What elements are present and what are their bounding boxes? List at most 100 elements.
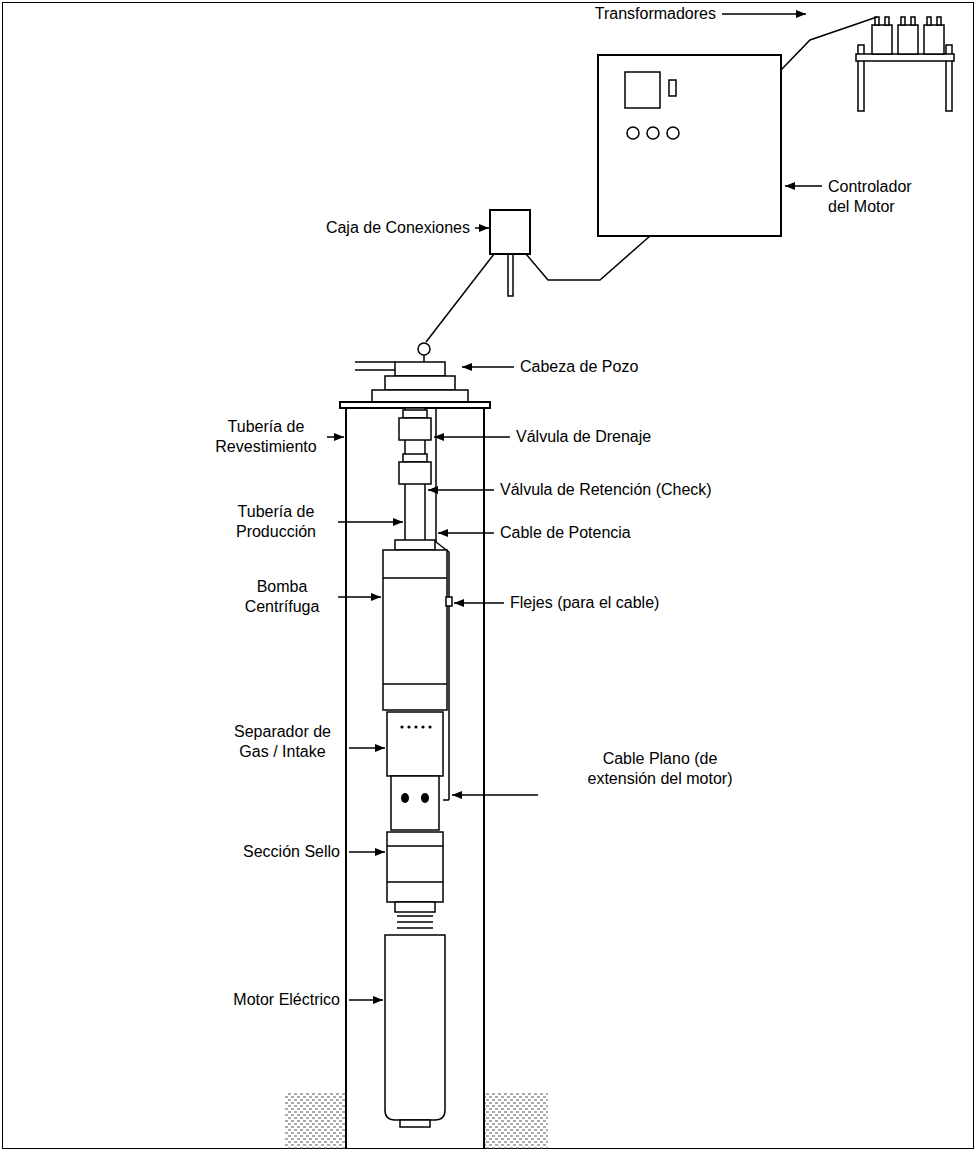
- wellhead: [355, 343, 468, 402]
- part-label: Sección Sello: [243, 842, 340, 862]
- transformer: [898, 25, 918, 54]
- button: [647, 127, 659, 139]
- frame-border: [3, 3, 974, 1149]
- bushing: [901, 17, 905, 25]
- coupling: [403, 410, 427, 418]
- ground-right: [484, 1093, 548, 1149]
- leader-arrows: [327, 14, 822, 1000]
- part-label: Tubería de Producción: [220, 502, 332, 542]
- part-label: Separador de Gas / Intake: [225, 722, 340, 762]
- part-label: Controlador del Motor: [828, 177, 953, 217]
- valve-handle: [418, 343, 430, 355]
- leader-arrow: [349, 999, 383, 1001]
- stub-post: [508, 254, 513, 296]
- motor-base: [400, 1120, 430, 1127]
- bushing: [937, 17, 941, 25]
- part-label: Bomba Centrífuga: [232, 577, 332, 617]
- button: [667, 127, 679, 139]
- flow-line: [355, 369, 396, 371]
- leader-arrow: [452, 794, 538, 796]
- wellhead-body: [395, 362, 445, 376]
- wellhead-body: [385, 376, 455, 390]
- leader-arrow: [462, 366, 514, 368]
- part-label: Válvula de Drenaje: [516, 427, 651, 447]
- port-dot: [421, 725, 424, 728]
- pump-band: [383, 683, 447, 685]
- ground-left: [285, 1093, 346, 1149]
- cable-band: [446, 597, 452, 606]
- leader-arrow: [722, 13, 806, 15]
- part-label: Cabeza de Pozo: [520, 357, 638, 377]
- bushing: [911, 17, 915, 25]
- seal-band: [387, 881, 443, 883]
- coupling-ring: [397, 915, 433, 917]
- port-dot: [400, 725, 403, 728]
- separator-ports: [400, 725, 431, 803]
- leader-arrow: [434, 436, 510, 438]
- bushing: [885, 17, 889, 25]
- button: [627, 127, 639, 139]
- leader-arrow: [349, 747, 385, 749]
- part-label: Tubería de Revestimiento: [210, 417, 322, 457]
- part-label: Cable de Potencia: [500, 523, 631, 543]
- display: [625, 72, 660, 108]
- leader-arrow: [338, 596, 381, 598]
- motor-controller: [598, 55, 781, 236]
- casing: [340, 402, 490, 1149]
- coupling-ring: [397, 921, 433, 923]
- port-dot: [428, 725, 431, 728]
- gas-separator: [387, 712, 443, 776]
- controller-cabinet: [598, 55, 781, 236]
- check-valve: [399, 462, 431, 484]
- leader-arrow: [327, 436, 344, 438]
- flat-cable: [443, 799, 449, 801]
- pump-assembly: [383, 540, 452, 1127]
- casing-wall: [483, 408, 485, 1149]
- transformer-bank: [856, 17, 954, 111]
- pump-head: [395, 540, 435, 550]
- part-label: Cable Plano (de extensión del motor): [565, 749, 755, 789]
- coupling-ring: [397, 927, 433, 929]
- part-label: Flejes (para el cable): [510, 593, 659, 613]
- leader-arrow: [338, 521, 403, 523]
- wire: [526, 236, 650, 280]
- transformer: [872, 25, 892, 54]
- part-label: Caja de Conexiones: [326, 218, 470, 238]
- junction-box: [490, 210, 530, 254]
- valve-stem: [423, 355, 425, 362]
- leader-arrow: [785, 185, 822, 187]
- casing-head-plate: [340, 402, 490, 408]
- part-label: Transformadores: [595, 4, 716, 24]
- wire: [426, 254, 494, 342]
- leader-arrow: [428, 489, 494, 491]
- centrifugal-pump: [383, 550, 447, 710]
- leader-arrow: [349, 851, 385, 853]
- indicator: [669, 80, 676, 96]
- drain-valve: [399, 418, 431, 440]
- port-dot: [414, 725, 417, 728]
- pump-band: [383, 577, 447, 579]
- shelf: [856, 54, 954, 61]
- leader-arrow: [454, 602, 504, 604]
- supply-wire: [781, 17, 877, 70]
- seal-band: [387, 845, 443, 847]
- transformer: [924, 25, 944, 54]
- seal-section: [387, 832, 443, 902]
- leader-arrow: [438, 532, 494, 534]
- part-label: Motor Eléctrico: [233, 990, 340, 1010]
- coupling: [403, 454, 427, 462]
- intake: [391, 776, 439, 830]
- part-label: Válvula de Retención (Check): [500, 480, 712, 500]
- bushing: [927, 17, 931, 25]
- casing-wall: [345, 408, 347, 1149]
- leader-arrow: [475, 227, 489, 229]
- flow-line: [355, 361, 396, 363]
- electric-motor: [385, 935, 445, 1120]
- intake-port: [421, 793, 429, 803]
- coupling: [395, 902, 435, 912]
- port-dot: [407, 725, 410, 728]
- wellhead-flange: [372, 390, 468, 402]
- intake-port: [401, 793, 409, 803]
